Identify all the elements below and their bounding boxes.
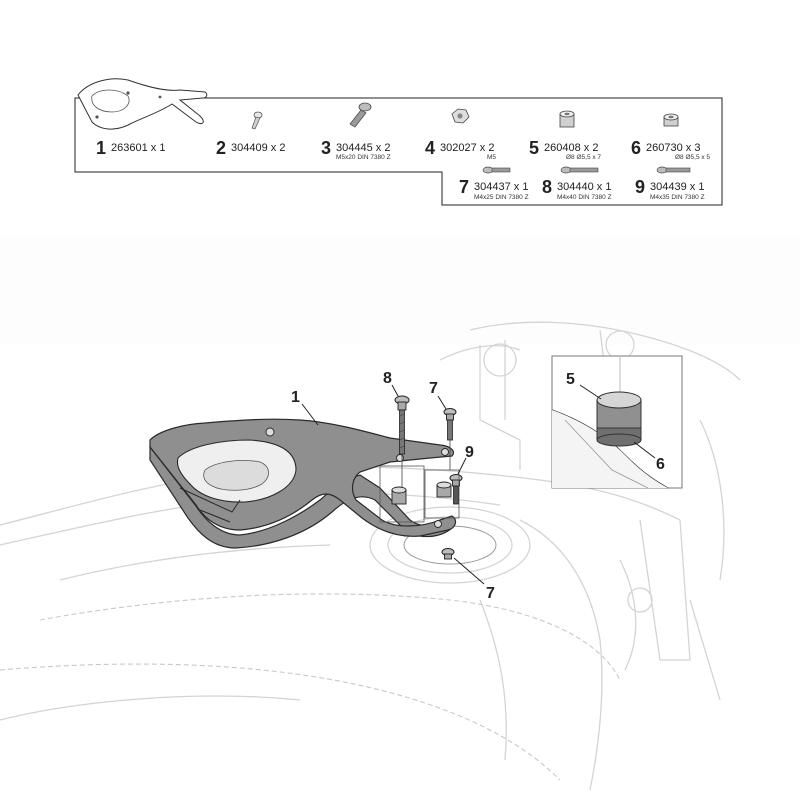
spacers bbox=[391, 481, 452, 505]
part-6-code: 260730 x 3 bbox=[646, 142, 700, 154]
bolt-8 bbox=[394, 395, 410, 455]
part-8-code: 304440 x 1 bbox=[557, 181, 611, 193]
part-6-number: 6 bbox=[631, 138, 641, 158]
callout-9: 9 bbox=[465, 444, 474, 461]
part-7-number: 7 bbox=[459, 177, 469, 197]
callout-6: 6 bbox=[656, 456, 665, 473]
callout-5: 5 bbox=[566, 371, 575, 388]
detail-inset bbox=[551, 355, 683, 489]
part-3-thumbnail bbox=[349, 102, 372, 128]
part-8-thumbnail bbox=[560, 166, 599, 174]
parts-list-box: 1 263601 x 1 2 304409 x 2 3 304445 x 2 M… bbox=[74, 78, 723, 206]
part-1-thumbnail bbox=[77, 78, 208, 130]
part-9-thumbnail bbox=[656, 166, 691, 174]
part-4-spec: M5 bbox=[487, 154, 496, 161]
part-3-spec: M5x20 DIN 7380 Z bbox=[336, 154, 391, 161]
callout-1: 1 bbox=[291, 389, 300, 406]
part-8-spec: M4x40 DIN 7380 Z bbox=[557, 194, 612, 201]
part-1-number: 1 bbox=[96, 138, 106, 158]
bolt-7-top bbox=[443, 408, 457, 441]
part-5-thumbnail bbox=[559, 110, 575, 128]
assembly-guides bbox=[379, 440, 460, 523]
part-3-number: 3 bbox=[321, 138, 331, 158]
part-2-number: 2 bbox=[216, 138, 226, 158]
callout-7-bottom: 7 bbox=[486, 585, 495, 602]
motorcycle-outline bbox=[0, 235, 800, 791]
part-4-code: 302027 x 2 bbox=[440, 142, 494, 154]
part-5-spec: Ø8 Ø5,5 x 7 bbox=[566, 154, 601, 161]
parts-box-outline bbox=[74, 97, 723, 206]
part-2-code: 304409 x 2 bbox=[231, 142, 285, 154]
part-1-code: 263601 x 1 bbox=[111, 142, 165, 154]
part-2-thumbnail bbox=[251, 111, 263, 130]
callout-leaders bbox=[301, 384, 485, 585]
part-5-code: 260408 x 2 bbox=[544, 142, 598, 154]
part-6-spec: Ø8 Ø5,5 x 5 bbox=[675, 154, 710, 161]
part-7-thumbnail bbox=[482, 166, 511, 174]
part-4-number: 4 bbox=[425, 138, 435, 158]
part-5-number: 5 bbox=[529, 138, 539, 158]
part-7-code: 304437 x 1 bbox=[474, 181, 528, 193]
part-9-spec: M4x35 DIN 7380 Z bbox=[650, 194, 705, 201]
part-9-code: 304439 x 1 bbox=[650, 181, 704, 193]
part-9-number: 9 bbox=[635, 177, 645, 197]
callout-7-top: 7 bbox=[429, 380, 438, 397]
part-7-spec: M4x25 DIN 7380 Z bbox=[474, 194, 529, 201]
part-3-code: 304445 x 2 bbox=[336, 142, 390, 154]
bolt-7-bottom bbox=[441, 548, 455, 560]
part-4-thumbnail bbox=[451, 108, 470, 124]
part-8-number: 8 bbox=[542, 177, 552, 197]
tank-bracket bbox=[149, 418, 457, 549]
callout-8: 8 bbox=[383, 370, 392, 387]
part-6-thumbnail bbox=[663, 113, 679, 127]
